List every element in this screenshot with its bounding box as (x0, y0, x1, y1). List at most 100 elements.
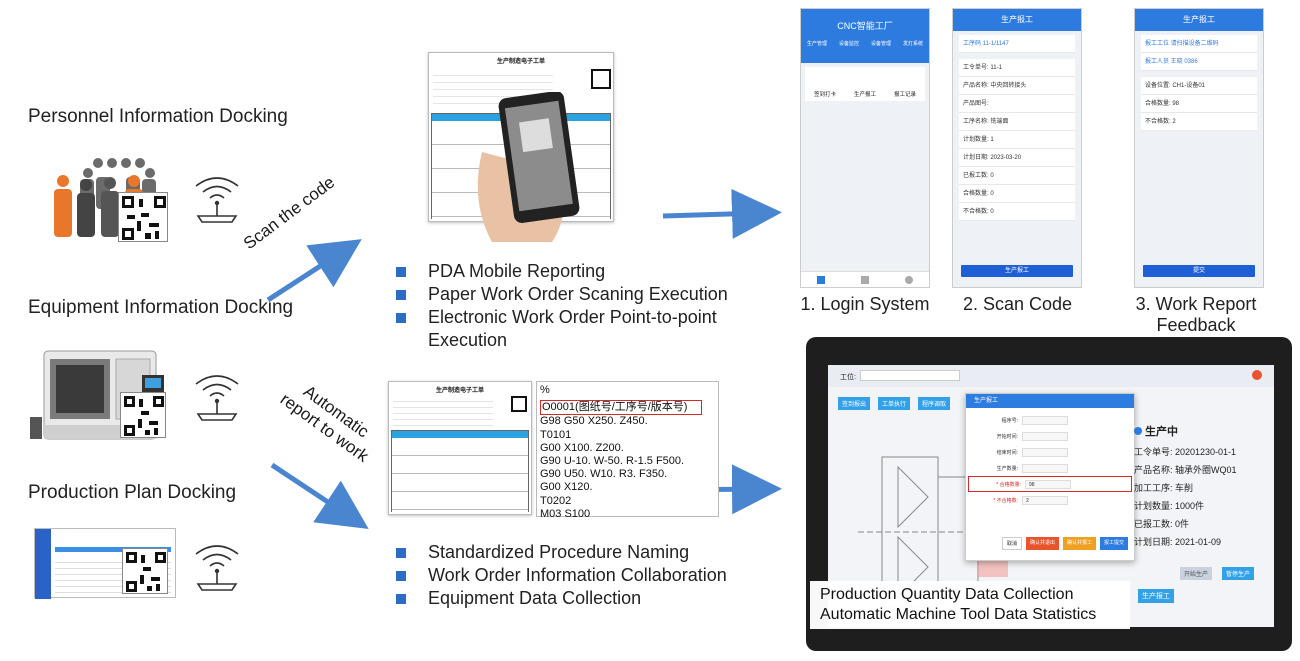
scan-field[interactable]: 工序码 11-1/1147 (959, 35, 1075, 53)
bullets-top: PDA Mobile Reporting Paper Work Order Sc… (396, 260, 756, 352)
bullet-item: Equipment Data Collection (396, 587, 776, 610)
field-row: 工序名称: 铣端面 (959, 113, 1075, 131)
electronic-work-order: 生产制造电子工单 (388, 381, 532, 515)
tab-equipment[interactable]: 设备管理 (870, 41, 891, 47)
report-dialog: 生产报工 程序号: 开始时间: 结束时间: 生产数量: * 合格数量:98 * … (965, 393, 1135, 561)
overlay-line: Production Quantity Data Collection (820, 586, 1074, 603)
confirm-report-button[interactable]: 确认并报工 (1062, 537, 1096, 550)
code-line: % (540, 384, 550, 396)
phone-scan-code: 生产报工 工序码 11-1/1147 工令单号: 11-1 产品名称: 中央回转… (952, 8, 1082, 288)
dialog-title: 生产报工 (966, 394, 1134, 408)
qr-code-icon (591, 69, 611, 89)
bullet-item: Electronic Work Order Point-to-point Exe… (396, 306, 756, 352)
code-line: G90 U50. W10. R3. F350. (540, 468, 668, 481)
caption-login: 1. Login System (800, 294, 930, 314)
bullet-item: Work Order Information Collaboration (396, 564, 776, 587)
auto-report-arrow (270, 462, 369, 530)
nc-program-code: % O0001(图纸号/工序号/版本号) G98 G50 X250. Z450.… (536, 381, 719, 520)
dialog-row-highlight: * 合格数量:98 (968, 476, 1132, 492)
card-records[interactable]: 报工记录 (893, 92, 916, 98)
qualified-qty-field[interactable]: 98 (1025, 479, 1071, 489)
field-row: 不合格数: 2 (1141, 113, 1257, 131)
home-icon[interactable] (817, 276, 825, 284)
cancel-button[interactable]: 取消 (1001, 537, 1022, 550)
field-row: 计划数量: 1 (959, 131, 1075, 149)
tab-monitor[interactable]: 设备监控 (838, 41, 859, 47)
card-report[interactable]: 生产报工 (853, 92, 876, 98)
code-line: T0202 (540, 494, 572, 507)
wireless-sensor-icon (195, 375, 239, 421)
start-time-field[interactable] (1022, 431, 1068, 441)
info-row: 已报工数: 0件 (1134, 519, 1190, 529)
phone-login: CNC智能工厂 生产管理 设备监控 设备管理 发灯系统 签到打卡 生产报工 报工… (800, 8, 930, 288)
scan-station-field[interactable]: 报工工位 请扫描设备二维码 (1141, 35, 1257, 53)
program-header-line: O0001(图纸号/工序号/版本号) (540, 400, 703, 416)
wireless-sensor-icon (195, 177, 239, 223)
bullet-item: Standardized Procedure Naming (396, 541, 776, 564)
info-row: 工令单号: 20201230-01-1 (1134, 447, 1237, 457)
screen-title: 生产报工 (953, 9, 1081, 31)
submit-report-button[interactable]: 报工提交 (1099, 537, 1128, 550)
station-label: 工位: (840, 374, 856, 381)
dialog-row: 开始时间: (966, 428, 1134, 444)
bullet-item: PDA Mobile Reporting (396, 260, 756, 283)
info-row: 产品名称: 轴承外圈WQ01 (1134, 465, 1237, 475)
alert-icon[interactable] (1252, 370, 1262, 380)
tab-lamp[interactable]: 发灯系统 (902, 41, 923, 47)
submit-button[interactable]: 提交 (1143, 265, 1255, 277)
bullets-bottom: Standardized Procedure Naming Work Order… (396, 541, 776, 610)
confirm-exit-button[interactable]: 确认并退出 (1025, 537, 1059, 550)
to-phones-arrow (662, 188, 782, 239)
dialog-row: 程序号: (966, 412, 1134, 428)
program-select[interactable] (1022, 415, 1068, 425)
code-line: G90 U-10. W-50. R-1.5 F500. (540, 455, 685, 468)
grid-icon[interactable] (861, 276, 869, 284)
end-time-field[interactable] (1022, 447, 1068, 457)
code-line: G00 X120. (540, 481, 593, 494)
bottom-nav[interactable] (801, 271, 929, 287)
pause-production-button[interactable]: 暂停生产 (1222, 567, 1255, 580)
doc-title: 生产制造电子工单 (496, 59, 545, 65)
code-line: G98 G50 X250. Z450. (540, 415, 648, 428)
heading-equipment: Equipment Information Docking (28, 297, 294, 318)
bullet-item: Paper Work Order Scaning Execution (396, 283, 756, 306)
dialog-row: 结束时间: (966, 444, 1134, 460)
execute-button[interactable]: 工单执行 (878, 397, 911, 410)
info-row: 加工工序: 车削 (1134, 483, 1194, 493)
program-button[interactable]: 程序调取 (918, 397, 951, 410)
app-title: CNC智能工厂 (837, 21, 893, 31)
qr-code-icon (120, 392, 166, 438)
tablet-caption-overlay: Production Quantity Data Collection Auto… (810, 581, 1130, 629)
report-button[interactable]: 生产报工 (961, 265, 1073, 277)
code-line: T0101 (540, 428, 572, 441)
unqualified-qty-field[interactable]: 2 (1022, 495, 1068, 505)
field-row: 产品图号: (959, 95, 1075, 113)
field-row: 不合格数: 0 (959, 203, 1075, 221)
heading-production-plan: Production Plan Docking (28, 482, 237, 503)
quantity-field[interactable] (1022, 463, 1068, 473)
heading-personnel: Personnel Information Docking (28, 106, 288, 127)
wireless-sensor-icon (195, 545, 239, 591)
screen-title: 生产报工 (1135, 9, 1263, 31)
checkin-button[interactable]: 签到报出 (838, 397, 871, 410)
field-row: 工令单号: 11-1 (959, 59, 1075, 77)
field-row: 合格数量: 98 (1141, 95, 1257, 113)
code-line: G00 X100. Z200. (540, 441, 624, 454)
start-production-button[interactable]: 开始生产 (1180, 567, 1213, 580)
production-report-button[interactable]: 生产报工 (1138, 589, 1174, 603)
card-checkin[interactable]: 签到打卡 (813, 92, 836, 98)
doc-title: 生产制造电子工单 (435, 388, 484, 394)
phone-work-report: 生产报工 报工工位 请扫描设备二维码 报工人员 王晓 0386 设备位置: CH… (1134, 8, 1264, 288)
status-label: 生产中 (1134, 423, 1178, 439)
station-input[interactable] (860, 370, 960, 381)
field-row: 设备位置: CH1-设备01 (1141, 77, 1257, 95)
field-row: 产品名称: 中央回转接头 (959, 77, 1075, 95)
code-line: M03 S100 (540, 507, 591, 520)
scan-operator-field[interactable]: 报工人员 王晓 0386 (1141, 53, 1257, 71)
caption-report: 3. Work Report Feedback (1135, 294, 1257, 335)
tab-production[interactable]: 生产管理 (806, 41, 827, 47)
dialog-row: 生产数量: (966, 460, 1134, 476)
field-row: 合格数量: 0 (959, 185, 1075, 203)
user-icon[interactable] (905, 276, 913, 284)
qr-code-icon (511, 396, 527, 412)
